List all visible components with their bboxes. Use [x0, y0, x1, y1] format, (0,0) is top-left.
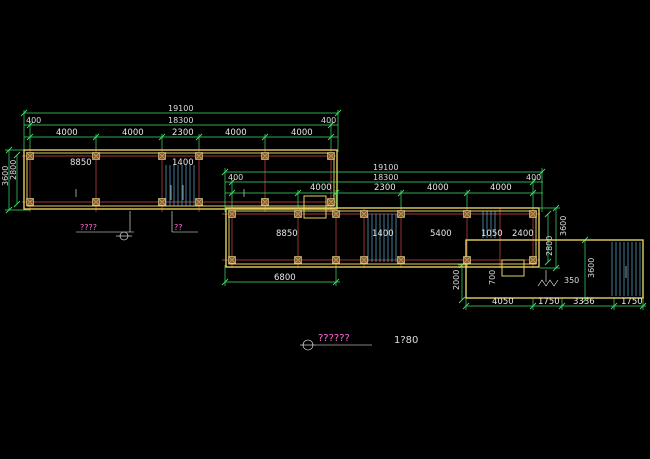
upper-inner-wall — [26, 152, 335, 207]
lower-edge-right: 400 — [526, 173, 541, 182]
annex-dim-1: 4050 — [492, 297, 514, 307]
annex-step-small: 700 — [488, 270, 497, 285]
lower-bay-4: 4000 — [490, 183, 512, 193]
annex-dim-2: 1750 — [538, 297, 560, 307]
annex-step — [501, 259, 525, 277]
lower-dimension-lines — [221, 168, 647, 310]
lower-end-span: 2400 — [512, 229, 534, 239]
upper-stair — [165, 165, 195, 206]
upper-room-span: 8850 — [70, 158, 92, 168]
lower-outer-wall — [225, 207, 540, 268]
lower-room-span: 8850 — [276, 229, 298, 239]
lower-bottom-span: 6800 — [274, 273, 296, 283]
lower-stairs — [367, 211, 641, 296]
lower-columns — [228, 210, 537, 264]
annex-depth: 3600 — [587, 258, 596, 278]
lower-bay-3: 4000 — [427, 183, 449, 193]
lower-bay-2: 2300 — [374, 183, 396, 193]
lower-overall-dimension: 19100 — [373, 163, 398, 172]
upper-bay-2: 4000 — [122, 128, 144, 138]
upper-stair-width: 1400 — [172, 158, 194, 168]
upper-level-mark: ?? — [174, 223, 183, 232]
entry-step — [303, 195, 327, 219]
upper-axis-lines — [22, 148, 336, 212]
upper-bay-1: 4000 — [56, 128, 78, 138]
upper-plan: 19100 18300 400 400 4000 4000 2300 4000 … — [1, 104, 342, 241]
lower-depth-right: 3600 — [559, 216, 568, 236]
annex-dim-3: 3336 — [573, 297, 595, 307]
upper-outer-wall — [23, 149, 338, 210]
upper-bay-3: 2300 — [172, 128, 194, 138]
annex-wall — [465, 239, 644, 299]
lower-depth-right-sub: 2800 — [545, 236, 554, 256]
lower-edge-left: 400 — [228, 173, 243, 182]
upper-dimension-texts: 19100 18300 400 400 4000 4000 2300 4000 … — [1, 104, 336, 232]
upper-edge-right: 400 — [321, 116, 336, 125]
lower-bay-1: 4000 — [310, 183, 332, 193]
drawing-scale: 1?80 — [394, 335, 418, 346]
lower-plan: 19100 18300 400 400 4000 2300 4000 4000 … — [221, 163, 647, 310]
annex-step-note: 350 — [564, 276, 579, 285]
lower-dimension-texts: 19100 18300 400 400 4000 2300 4000 4000 … — [228, 163, 643, 307]
drawing-title-block: ?????? 1?80 — [300, 333, 418, 351]
upper-inner-dimension: 18300 — [168, 116, 193, 125]
annex-offset: 2000 — [452, 270, 461, 290]
upper-depth-sub: 2800 — [9, 160, 18, 180]
lower-inner-dimension: 18300 — [373, 173, 398, 182]
upper-bay-5: 4000 — [291, 128, 313, 138]
lower-small-span: 1050 — [481, 229, 503, 239]
upper-dimension-lines — [5, 109, 342, 214]
lower-stair-width: 1400 — [372, 229, 394, 239]
upper-bay-4: 4000 — [225, 128, 247, 138]
upper-edge-left: 400 — [26, 116, 41, 125]
lower-inner-wall — [228, 210, 537, 265]
upper-markers — [75, 189, 245, 241]
upper-overall-dimension: 19100 — [168, 104, 193, 113]
upper-columns — [26, 152, 335, 206]
annex-dim-4: 1750 — [621, 297, 643, 307]
upper-depth: 3600 — [1, 166, 10, 186]
lower-hall-span: 5400 — [430, 229, 452, 239]
drawing-title: ?????? — [318, 333, 350, 344]
upper-room-label: ???? — [80, 223, 97, 232]
